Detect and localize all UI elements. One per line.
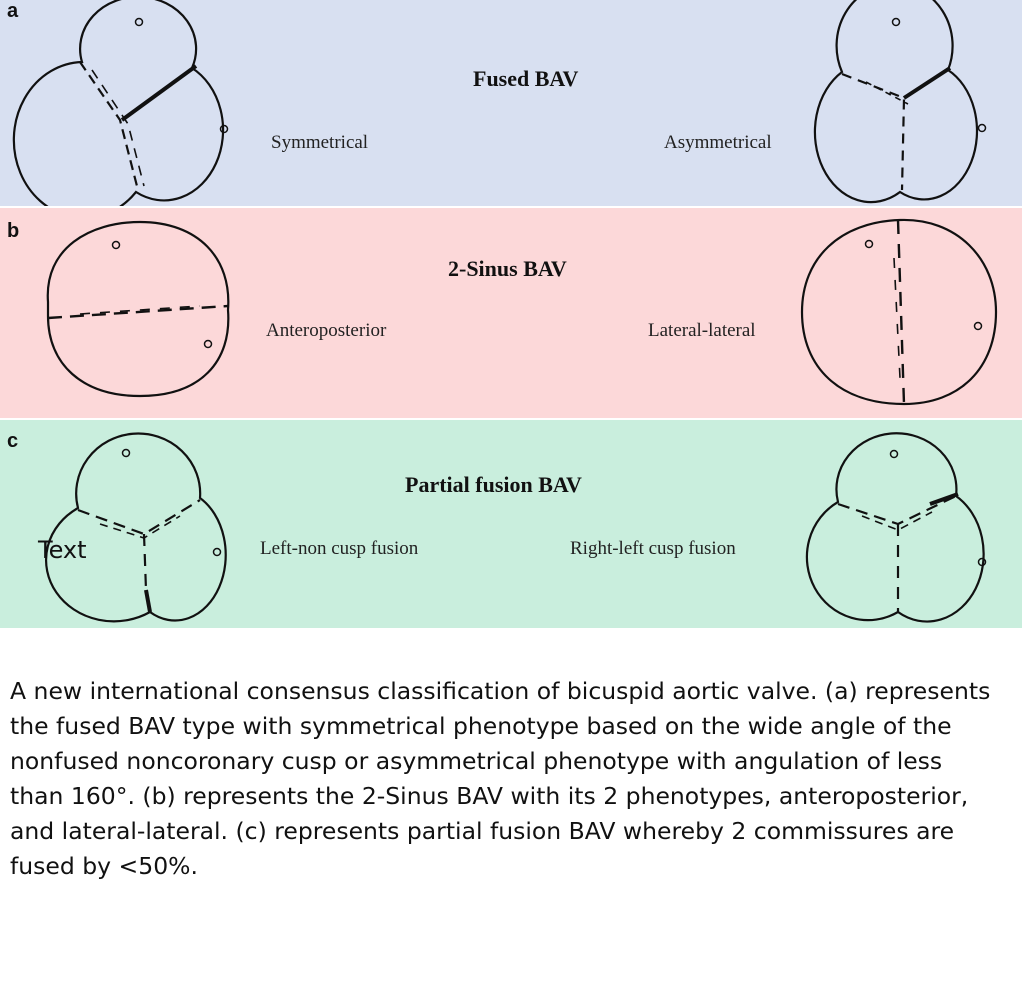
coronary-ostium (134, 17, 144, 27)
coronary-ostium (212, 547, 222, 557)
commissure-dashed (896, 219, 906, 405)
coronary-ostium (891, 17, 901, 27)
panel-a: a Fused BAV Symmetrical Asymmetrical (0, 0, 1022, 206)
panel-title: Partial fusion BAV (405, 472, 582, 497)
fused-raphe-line (144, 589, 152, 613)
coronary-ostium (203, 339, 213, 349)
fused-raphe-line (120, 64, 198, 122)
phenotype-right-label: Asymmetrical (664, 132, 772, 153)
commissure-dashed (79, 61, 140, 191)
coronary-ostium (889, 449, 899, 459)
valve-outline-asymmetrical (813, 0, 979, 204)
coronary-ostium (219, 124, 229, 134)
fused-raphe-line (929, 492, 959, 506)
panel-label: b (7, 220, 20, 242)
panel-label: c (7, 430, 19, 452)
panel-title: 2-Sinus BAV (448, 256, 567, 281)
commissure-dashed (47, 304, 229, 320)
panel-c: c Partial fusion BAV Left-non cusp fusio… (0, 420, 1022, 628)
valve-outline-right-left-fusion (805, 432, 985, 623)
commissure-dashed (77, 499, 201, 536)
panel-b: b 2-Sinus BAV Anteroposterior Lateral-la… (0, 208, 1022, 418)
valve-outline-lateral-lateral (800, 218, 998, 406)
valve-outline-symmetrical (12, 0, 225, 206)
figure-caption: A new international consensus classifica… (10, 677, 991, 880)
phenotype-left-label: Symmetrical (271, 132, 369, 153)
phenotype-right-label: Lateral-lateral (648, 320, 756, 341)
coronary-ostium (977, 123, 987, 133)
coronary-ostium (973, 321, 983, 331)
panel-title: Fused BAV (473, 66, 579, 91)
phenotype-left-label: Anteroposterior (266, 320, 387, 341)
phenotype-right-label: Right-left cusp fusion (570, 538, 736, 559)
panel-a-diagrams (12, 0, 987, 206)
coronary-ostium (111, 240, 121, 250)
coronary-ostium (864, 239, 874, 249)
panel-label: a (7, 0, 19, 22)
commissure-dashed (841, 72, 906, 191)
overlay-text-annotation: Text (38, 536, 87, 564)
coronary-ostium (977, 557, 987, 567)
fused-raphe-line (902, 66, 952, 100)
coronary-ostium (121, 448, 131, 458)
panel-b-diagrams (46, 218, 998, 406)
panel-c-diagrams (45, 432, 987, 623)
valve-outline-left-non-fusion (45, 432, 227, 623)
valve-outline-anteroposterior (46, 220, 230, 398)
phenotype-left-label: Left-non cusp fusion (260, 538, 419, 559)
